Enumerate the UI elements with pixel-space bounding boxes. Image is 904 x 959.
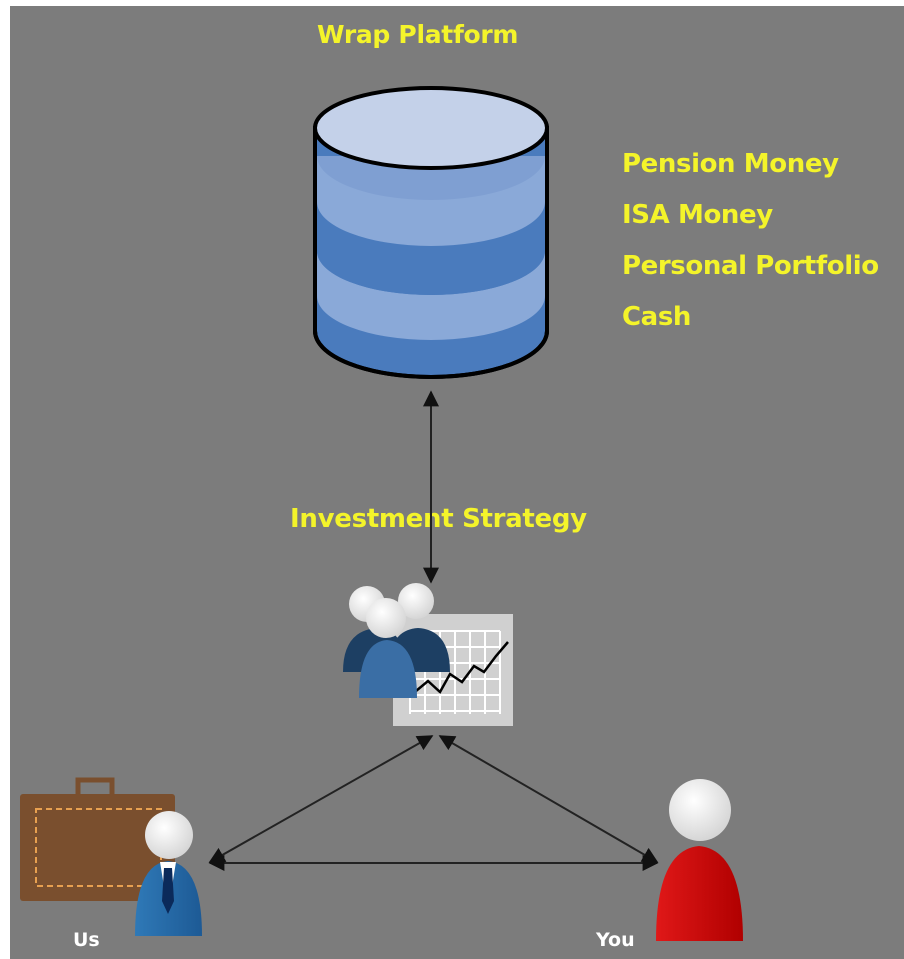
asset-item: Cash [622, 302, 692, 332]
asset-item: Pension Money [622, 149, 839, 179]
businessman-briefcase-icon [20, 777, 202, 936]
diagram-graphics [20, 86, 743, 941]
diagram-canvas: Wrap Platform Pension Money ISA Money Pe… [10, 6, 904, 959]
party-label-us: Us [73, 929, 100, 951]
person-icon [656, 779, 743, 941]
arrow-you-strategy [438, 735, 659, 863]
database-cylinder-icon [313, 86, 549, 379]
diagram-title: Wrap Platform [317, 20, 519, 49]
asset-item: Personal Portfolio [622, 251, 879, 281]
asset-item: ISA Money [622, 200, 773, 230]
team-chart-icon [343, 583, 513, 726]
arrow-us-strategy [208, 735, 434, 863]
party-label-you: You [596, 929, 635, 951]
asset-list: Pension Money ISA Money Personal Portfol… [622, 146, 879, 350]
